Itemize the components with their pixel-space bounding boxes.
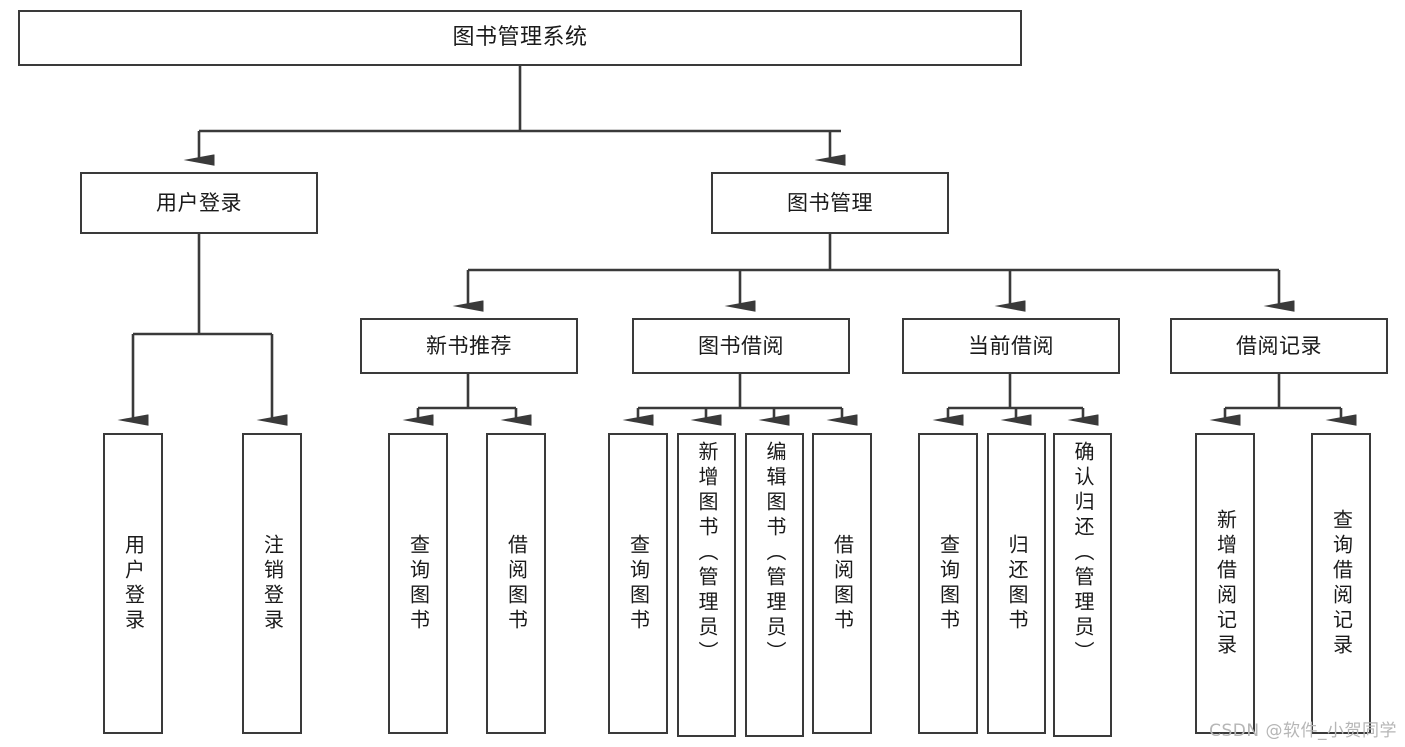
leaf-user-login-login[interactable]: 用户登录: [103, 433, 163, 734]
leaf-label: 查询图书: [406, 533, 431, 634]
node-book-borrow-label: 图书借阅: [698, 333, 784, 358]
node-current-borrow[interactable]: 当前借阅: [902, 318, 1120, 374]
node-book-management-label: 图书管理: [787, 190, 873, 215]
leaf-label: 用户登录: [121, 533, 146, 634]
leaf-current-borrow-query[interactable]: 查询图书: [918, 433, 978, 734]
leaf-label: 确认归还（管理员）: [1071, 441, 1095, 666]
node-new-book-recommend[interactable]: 新书推荐: [360, 318, 578, 374]
leaf-label: 查询图书: [626, 533, 651, 634]
node-book-borrow[interactable]: 图书借阅: [632, 318, 850, 374]
leaf-label: 查询图书: [936, 533, 961, 634]
leaf-book-borrow-edit[interactable]: 编辑图书（管理员）: [745, 433, 804, 737]
leaf-book-borrow-borrow[interactable]: 借阅图书: [812, 433, 872, 734]
leaf-label: 借阅图书: [830, 533, 855, 634]
node-user-login-label: 用户登录: [156, 190, 242, 215]
node-root-label: 图书管理系统: [452, 25, 588, 51]
node-borrow-record-label: 借阅记录: [1236, 333, 1322, 358]
node-current-borrow-label: 当前借阅: [968, 333, 1054, 358]
leaf-label: 新增图书（管理员）: [695, 441, 719, 666]
leaf-label: 借阅图书: [504, 533, 529, 634]
leaf-label: 查询借阅记录: [1329, 508, 1354, 659]
leaf-borrow-record-query[interactable]: 查询借阅记录: [1311, 433, 1371, 734]
leaf-label: 归还图书: [1005, 533, 1029, 634]
leaf-label: 注销登录: [260, 533, 285, 634]
node-borrow-record[interactable]: 借阅记录: [1170, 318, 1388, 374]
leaf-book-borrow-query[interactable]: 查询图书: [608, 433, 668, 734]
node-user-login[interactable]: 用户登录: [80, 172, 318, 234]
leaf-user-login-logout[interactable]: 注销登录: [242, 433, 302, 734]
leaf-current-borrow-return[interactable]: 归还图书: [987, 433, 1046, 734]
leaf-new-book-query[interactable]: 查询图书: [388, 433, 448, 734]
leaf-label: 新增借阅记录: [1213, 508, 1238, 659]
leaf-new-book-borrow[interactable]: 借阅图书: [486, 433, 546, 734]
leaf-borrow-record-add[interactable]: 新增借阅记录: [1195, 433, 1255, 734]
node-new-book-recommend-label: 新书推荐: [426, 333, 512, 358]
node-book-management[interactable]: 图书管理: [711, 172, 949, 234]
watermark: CSDN @软件_小贺同学: [1209, 721, 1397, 741]
leaf-current-borrow-confirm[interactable]: 确认归还（管理员）: [1053, 433, 1112, 737]
leaf-label: 编辑图书（管理员）: [763, 441, 787, 666]
leaf-book-borrow-add[interactable]: 新增图书（管理员）: [677, 433, 736, 737]
node-root[interactable]: 图书管理系统: [18, 10, 1022, 66]
